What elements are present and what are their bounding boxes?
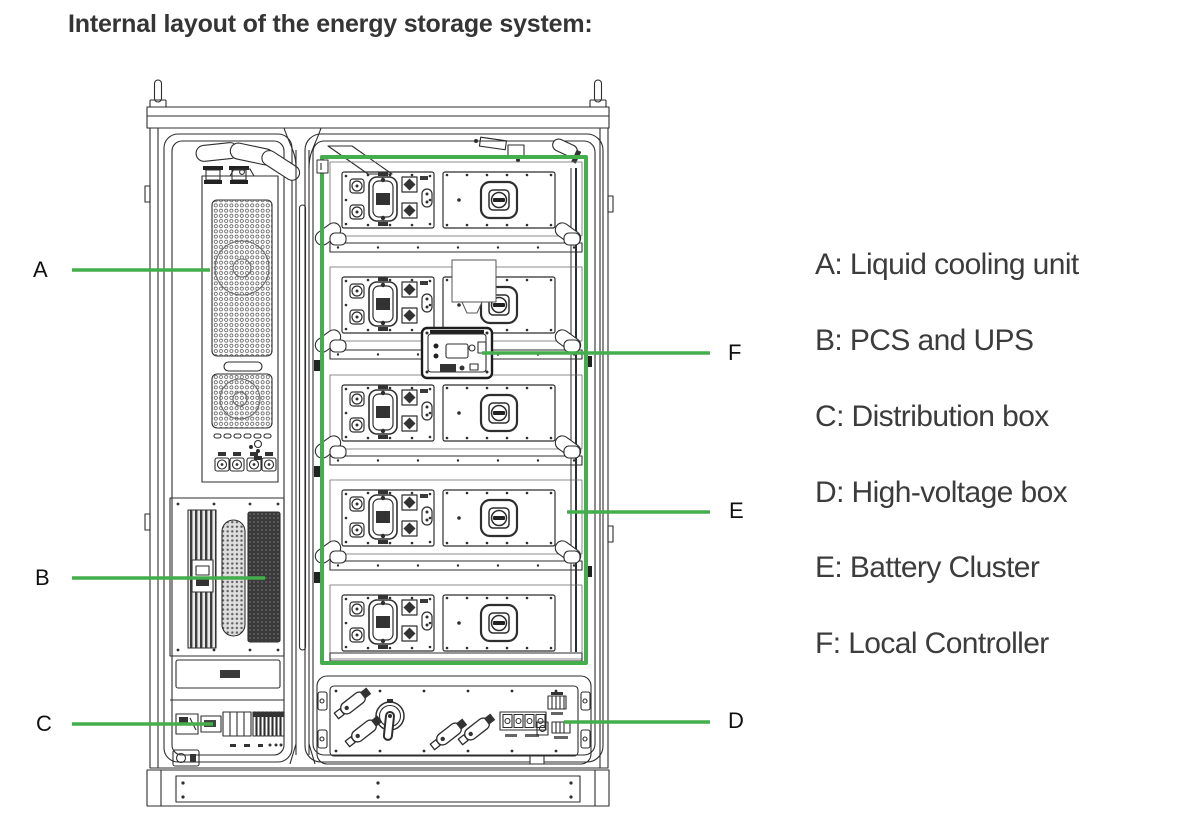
battery-cluster (312, 155, 592, 665)
callout-label-d: D (728, 708, 744, 733)
rotary-switch (375, 699, 405, 741)
cabinet-base (146, 767, 610, 807)
callout-label-f: F (728, 340, 742, 365)
terminal-block (499, 711, 547, 737)
legend-item-c: C: Distribution box (815, 400, 1049, 433)
top-duct (327, 136, 582, 175)
local-controller (420, 326, 494, 380)
coolant-pipes (195, 142, 301, 184)
high-voltage-box (316, 675, 592, 765)
right-compartment (304, 133, 604, 765)
callout-label-e: E (729, 498, 744, 523)
aux-connectors (536, 692, 571, 739)
lifting-eye-left (149, 79, 167, 108)
callout-label-b: B (35, 565, 50, 590)
legend-item-e: E: Battery Cluster (815, 551, 1040, 584)
liquid-cooling-unit (201, 168, 279, 483)
callout-label-a: A (33, 257, 48, 282)
vent-slots (213, 433, 272, 439)
legend-item-d: D: High-voltage box (815, 476, 1068, 509)
legend-item-b: B: PCS and UPS (815, 324, 1034, 357)
callout-lines (72, 268, 710, 726)
distribution-box (170, 699, 285, 767)
center-divider (283, 127, 322, 765)
legend-item-a: A: Liquid cooling unit (815, 248, 1079, 281)
note-box (451, 259, 497, 314)
lifting-eye-right (589, 79, 607, 108)
battery-cluster-outline (320, 155, 588, 665)
legend-item-f: F: Local Controller (815, 627, 1049, 660)
page-title: Internal layout of the energy storage sy… (68, 10, 593, 38)
cabinet-frame (144, 79, 614, 807)
left-compartment (163, 133, 301, 767)
din-breakers (252, 711, 285, 737)
callout-label-c: C (36, 711, 52, 736)
label-panel (175, 659, 281, 689)
cooling-connectors (214, 452, 277, 472)
